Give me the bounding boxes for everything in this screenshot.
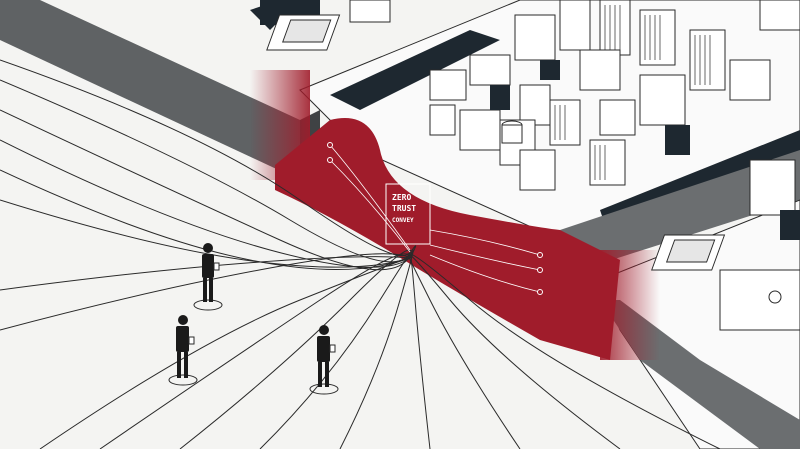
gateway-label-line2: TRUST — [392, 204, 416, 213]
gateway-internal-lines — [329, 144, 541, 293]
network-lines — [0, 59, 721, 449]
server-rack-stripes — [554, 5, 711, 180]
server-faces — [260, 0, 800, 240]
gateway-red-zone — [275, 118, 620, 360]
gateway-label-line3: CONVEY — [392, 217, 414, 224]
person-3 — [309, 325, 339, 395]
left-road — [0, 0, 300, 180]
device-tablet-right — [651, 234, 726, 271]
storage-device — [719, 269, 800, 331]
person-1 — [193, 243, 223, 311]
person-2 — [168, 315, 198, 386]
right-road-gray — [560, 150, 800, 270]
gateway-nodes — [327, 142, 543, 295]
gateway-fade-left — [250, 70, 310, 180]
device-tablet-top — [266, 14, 341, 51]
gateway-terminal — [385, 183, 431, 245]
gateway-fade-right — [600, 250, 660, 360]
city-road-dark-1 — [330, 30, 500, 110]
gateway-label-line1: ZERO — [392, 193, 411, 202]
cylinder-storage — [501, 120, 523, 144]
